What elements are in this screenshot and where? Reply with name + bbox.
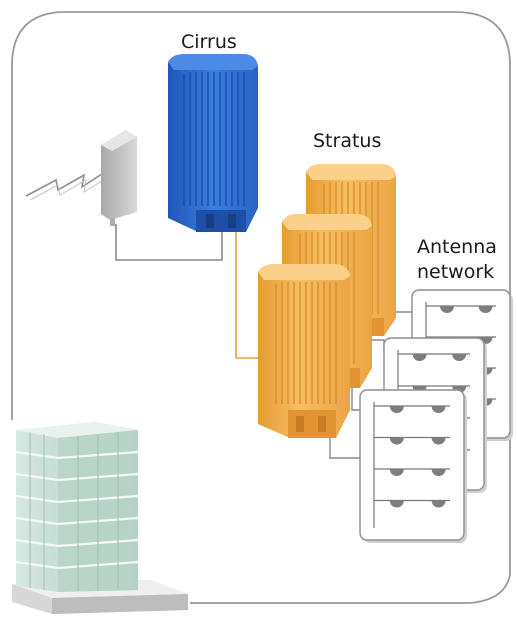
cirrus-label: Cirrus [181,31,237,53]
lightning-signal-icon [25,169,109,197]
antenna-panel-icon [359,389,467,543]
lightning-signal-shadow [29,175,111,201]
building-icon [12,422,188,614]
antenna-network-label-line1: Antenna [417,236,497,258]
donor-antenna-icon [101,130,137,226]
stratus-label: Stratus [313,130,382,152]
diagram-frame-left [11,11,63,420]
stratus-unit-icon [258,264,350,438]
diagram-frame [62,11,511,604]
antenna-network-label-line2: network [417,261,495,283]
cirrus-unit-icon [168,54,258,232]
donor-to-cirrus-cable [115,224,223,261]
cirrus-to-stratus-cable [235,224,262,359]
